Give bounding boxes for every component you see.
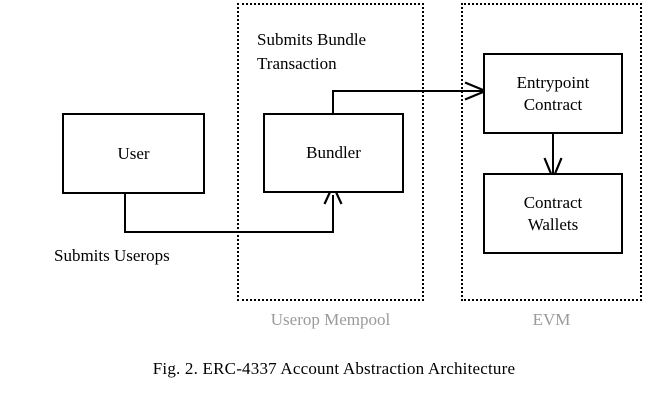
node-contract-wallets-label: Contract Wallets [523,192,583,234]
zone-label-userop-mempool: Userop Mempool [270,310,391,329]
annotation-submits-bundle-transaction: Submits Bundle Transaction [257,30,367,73]
edge-user-to-bundler-vertical-out [124,193,126,233]
figure-caption: Fig. 2. ERC-4337 Account Abstraction Arc… [152,359,516,378]
node-user-label: User [117,143,150,163]
edge-entrypoint-to-wallets-vertical [552,133,554,175]
edge-user-to-bundler-horizontal [124,231,334,233]
node-bundler-label: Bundler [306,143,361,162]
edge-bundler-to-entrypoint-vertical [332,91,334,115]
node-contract-wallets[interactable]: Contract Wallets [483,173,623,254]
node-entrypoint-contract-label: Entrypoint Contract [516,72,590,114]
zone-userop-mempool [237,3,424,301]
zone-label-evm: EVM [532,310,571,329]
edge-user-to-bundler-vertical-in [332,195,334,233]
node-entrypoint-contract[interactable]: Entrypoint Contract [483,53,623,134]
edge-bundler-to-entrypoint-horizontal [332,90,484,92]
node-bundler[interactable]: Bundler [263,113,404,193]
annotation-submits-userops: Submits Userops [54,246,170,265]
zone-evm [461,3,642,301]
node-user[interactable]: User [62,113,205,194]
